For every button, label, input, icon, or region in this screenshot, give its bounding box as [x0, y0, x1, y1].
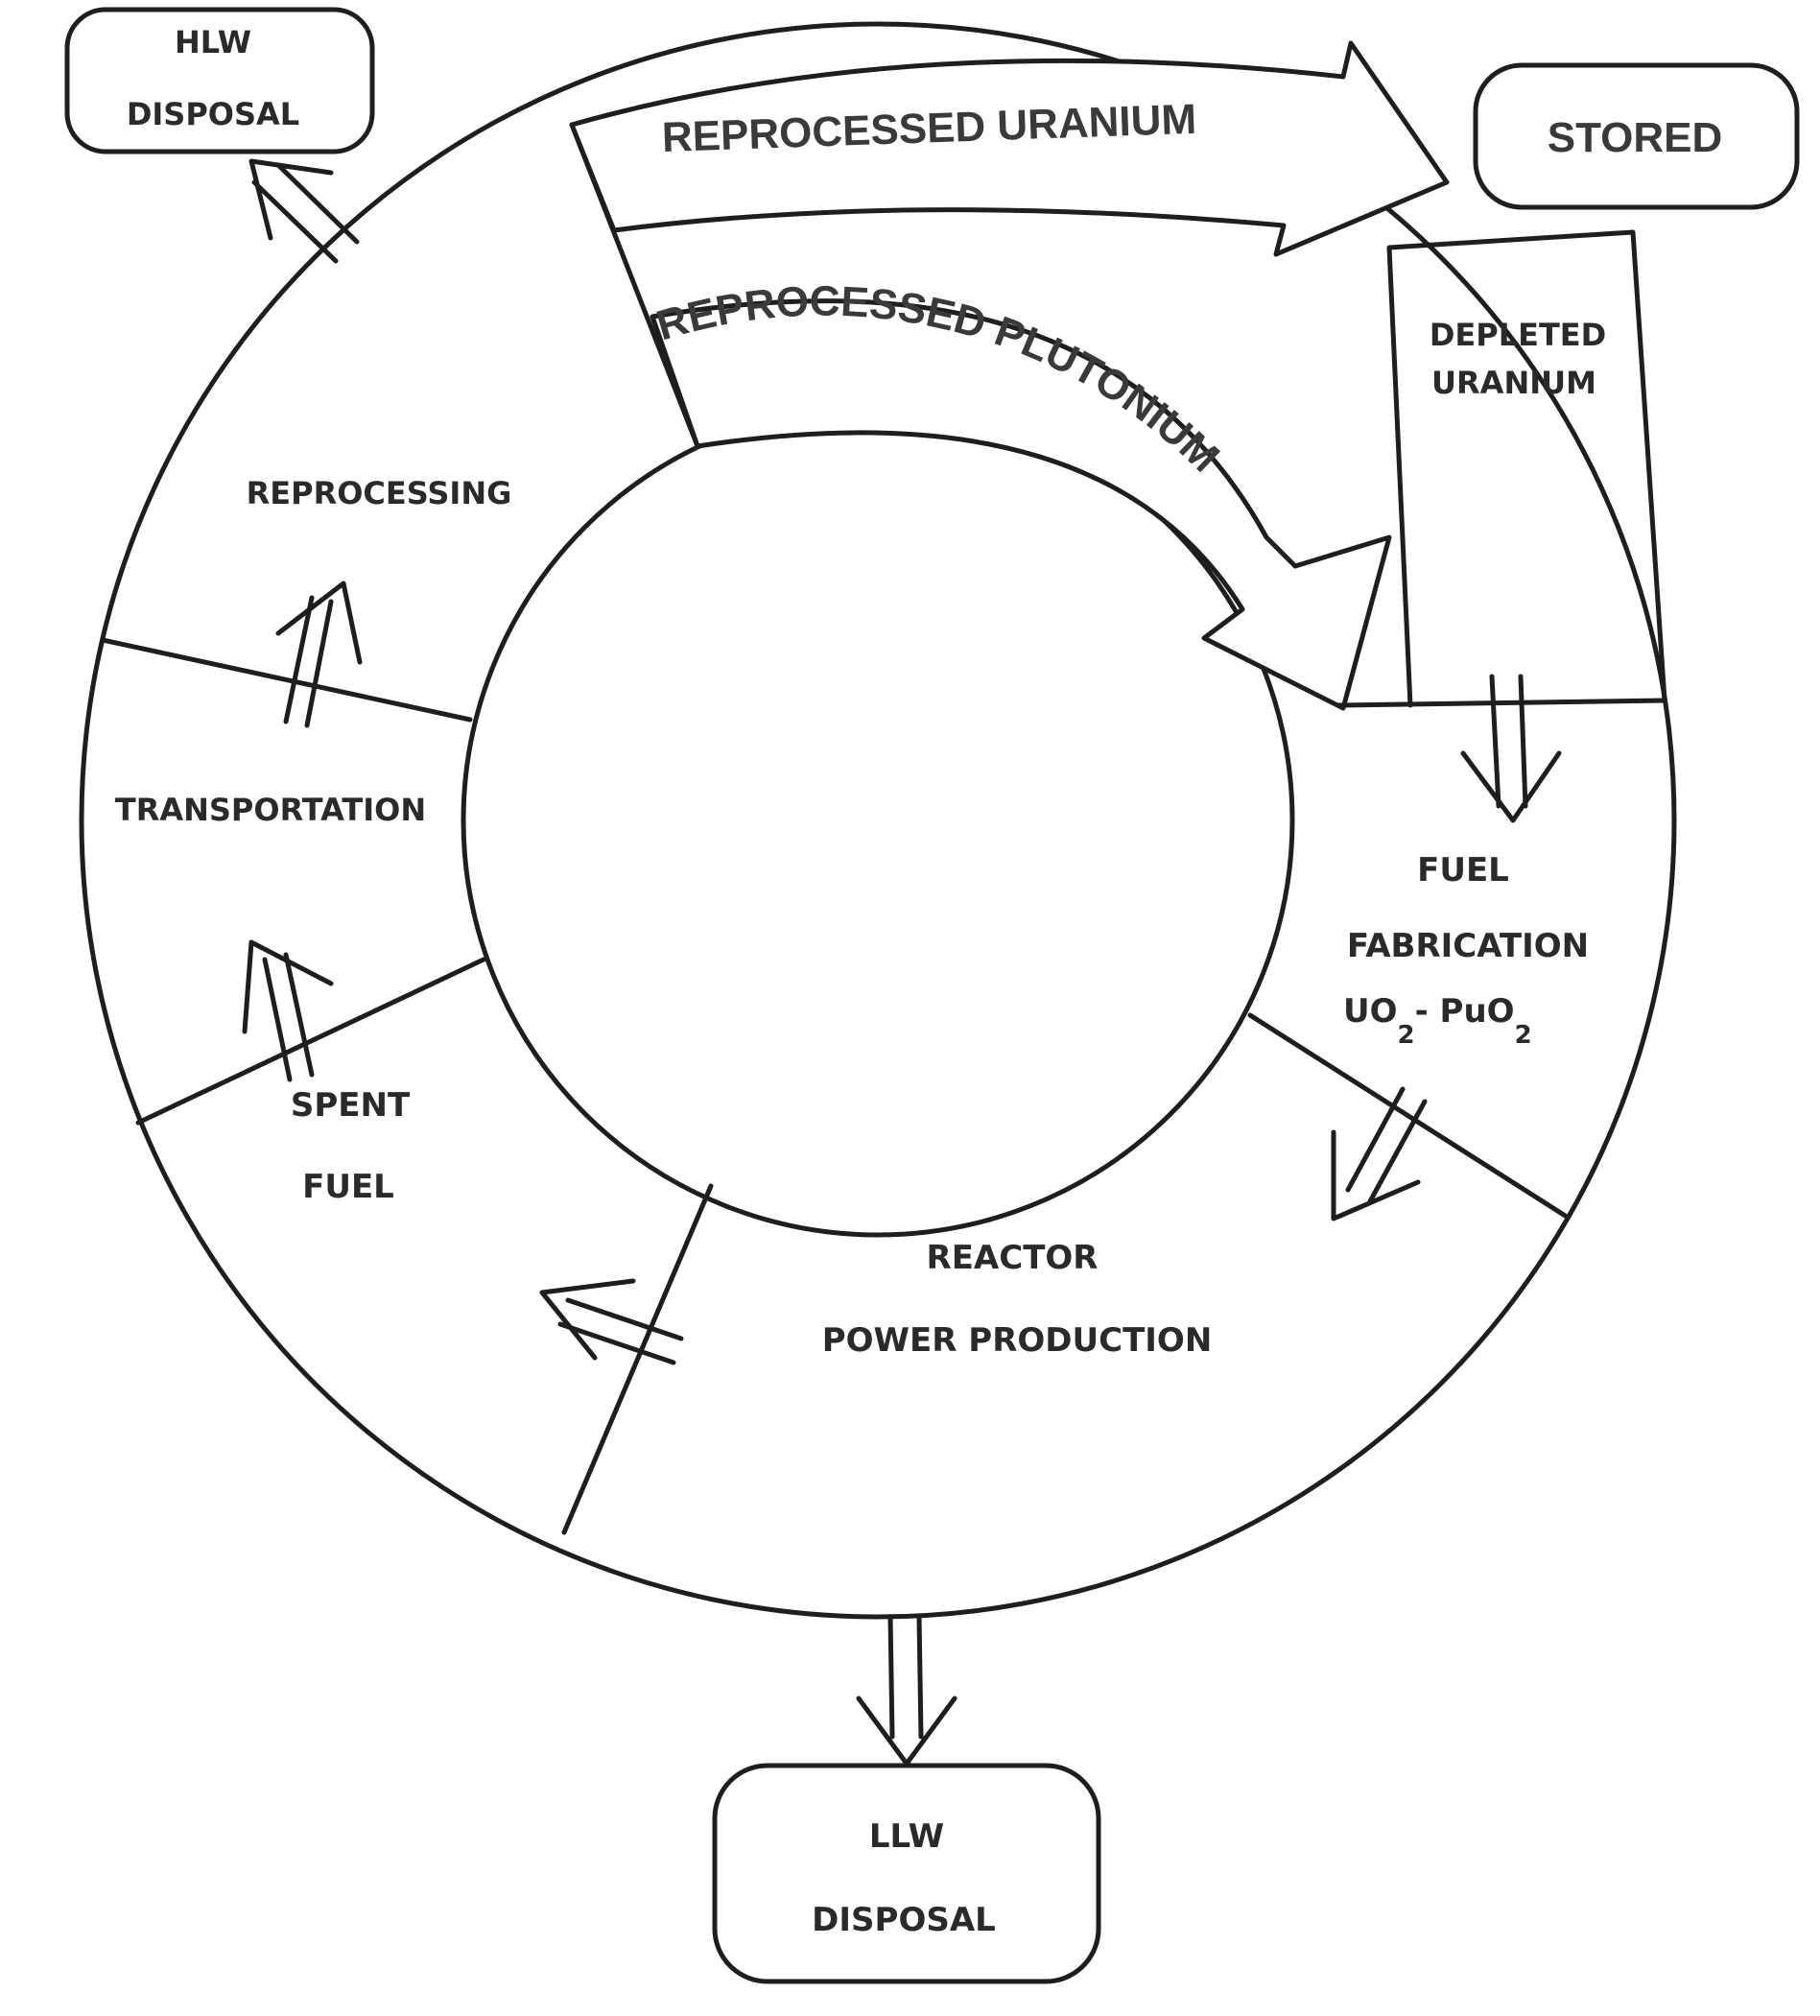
transport-to-reprocessing-arrow	[275, 581, 363, 728]
fuel-label: FUEL	[302, 1168, 394, 1206]
reprocessed-uranium-arrow	[569, 40, 1450, 257]
fuel-fab-fuel-label: FUEL	[1417, 851, 1509, 889]
stored-label: STORED	[1548, 114, 1723, 161]
inner-circle	[461, 403, 1295, 1238]
fuel-fabrication-top-border	[1335, 698, 1667, 708]
reactor-label: REACTOR	[927, 1239, 1099, 1277]
hlw-disposal-box	[64, 7, 375, 154]
divider-transportation-spent	[135, 957, 486, 1126]
ring-to-llw-arrow	[856, 1614, 957, 1767]
spent-to-transport-arrow	[242, 939, 334, 1082]
depleted-label: DEPLETED	[1430, 317, 1606, 353]
hlw-flow-arrow	[248, 158, 360, 264]
divider-reprocessing-transportation	[100, 637, 473, 723]
spent-label: SPENT	[291, 1086, 411, 1125]
fabrication-to-reactor-arrow	[1331, 1086, 1428, 1221]
power-production-label: POWER PRODUCTION	[822, 1321, 1213, 1360]
outer-ring	[79, 21, 1677, 1620]
depleted-to-fabrication-arrow	[1460, 674, 1562, 823]
hlw-disposal-label: DISPOSAL	[127, 96, 299, 132]
llw-label: LLW	[869, 1817, 944, 1856]
reprocessed-plutonium-arrow	[650, 298, 1392, 711]
divider-reactor-fabrication	[1247, 1012, 1570, 1220]
reprocessing-label: REPROCESSING	[247, 475, 512, 511]
fabrication-label: FABRICATION	[1347, 927, 1589, 965]
stored-box	[1473, 62, 1800, 210]
depleted-uranium-column	[1386, 229, 1667, 708]
divider-spent-reactor	[561, 1183, 714, 1535]
hlw-label: HLW	[175, 24, 251, 60]
reactor-to-spent-arrow	[539, 1278, 684, 1365]
llw-disposal-label: DISPOSAL	[812, 1901, 996, 1939]
fuel-formula-label: UO2- PuO2	[1343, 992, 1532, 1050]
uranium-label: URANIUM	[1431, 365, 1596, 401]
llw-disposal-box	[712, 1763, 1101, 1984]
transportation-label: TRANSPORTATION	[115, 792, 426, 828]
